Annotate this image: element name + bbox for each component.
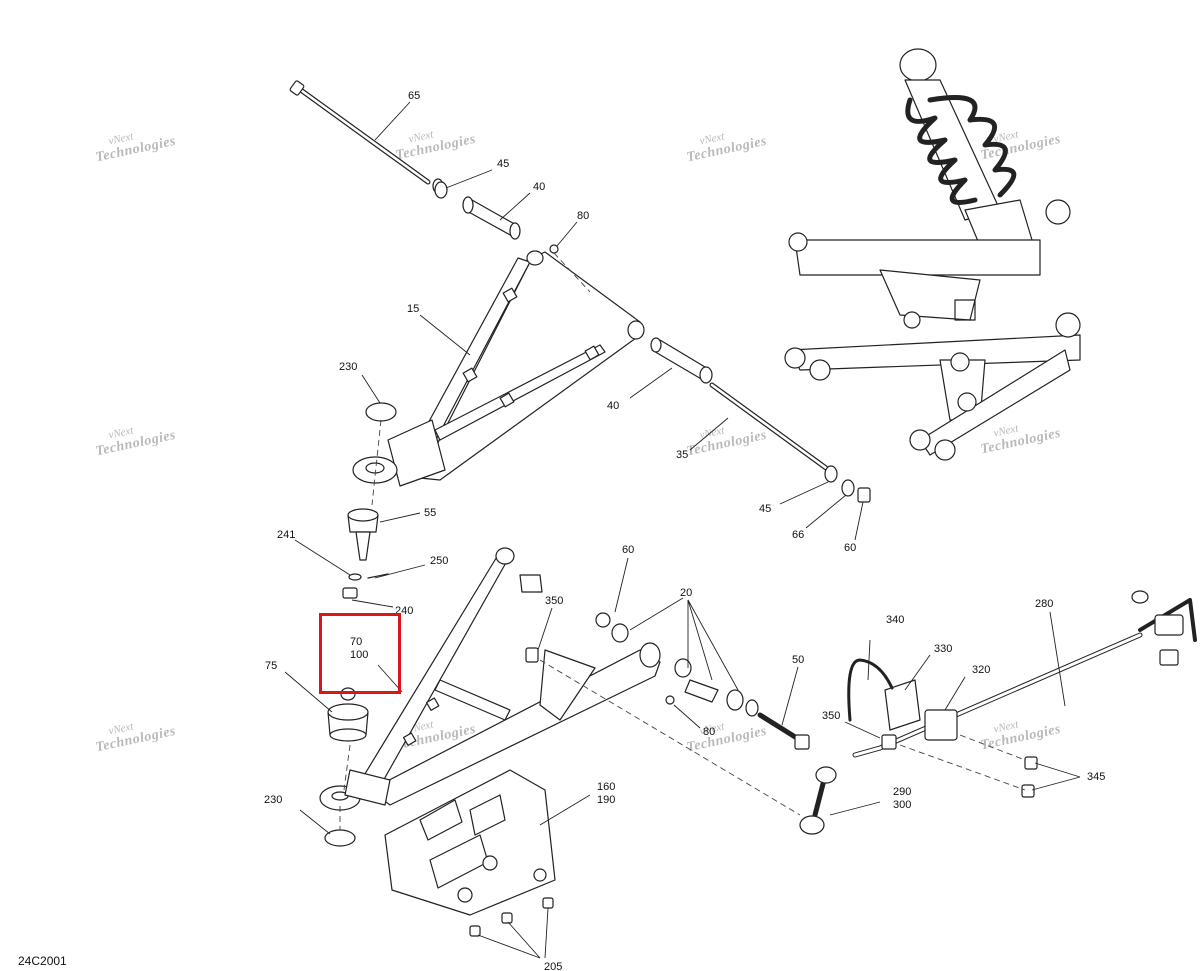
- retaining-ring-upper: [365, 402, 397, 422]
- callout-350: 350: [545, 595, 563, 607]
- callout-100: 100: [350, 649, 368, 661]
- ball-joint-lower: [327, 687, 369, 742]
- callout-60: 60: [844, 542, 856, 554]
- callout-300: 300: [893, 799, 911, 811]
- callout-15: 15: [407, 303, 419, 315]
- reference-code: 24C2001: [18, 954, 67, 968]
- sway-bar-bracket-330: [884, 679, 921, 731]
- callout-190: 190: [597, 794, 615, 806]
- bushing-40-upper: [462, 196, 521, 240]
- callout-labels: 65 45 40 80 15 230 40 35 45 66 60 55 241…: [264, 90, 1105, 971]
- callout-205: 205: [544, 961, 562, 971]
- callout-40: 40: [533, 181, 545, 193]
- callout-35: 35: [676, 449, 688, 461]
- ball-joint-upper: [342, 508, 389, 599]
- callout-80: 80: [577, 210, 589, 222]
- callout-80: 80: [703, 726, 715, 738]
- nut-80-upper: [549, 244, 559, 254]
- skid-plate: [384, 769, 556, 916]
- callout-160: 160: [597, 781, 615, 793]
- callout-70: 70: [350, 636, 362, 648]
- nut-350-lower-arm: [525, 647, 539, 663]
- callout-50: 50: [792, 654, 804, 666]
- callout-330: 330: [934, 643, 952, 655]
- pivot-bolt-lower: [650, 337, 871, 503]
- bushing-20: [674, 658, 759, 717]
- callout-241: 241: [277, 529, 295, 541]
- callout-45: 45: [497, 158, 509, 170]
- callout-60: 60: [622, 544, 634, 556]
- alignment-lines: [339, 252, 1026, 830]
- callout-75: 75: [265, 660, 277, 672]
- callout-65: 65: [408, 90, 420, 102]
- callout-350: 350: [822, 710, 840, 722]
- callout-250: 250: [430, 555, 448, 567]
- upper-a-arm: [352, 250, 645, 487]
- nut-80-lower: [665, 695, 675, 705]
- sway-bar-bushing-320: [924, 709, 958, 741]
- pivot-bolt-upper: [289, 80, 431, 185]
- callout-345: 345: [1087, 771, 1105, 783]
- callout-230: 230: [339, 361, 357, 373]
- nuts-345: [1021, 756, 1038, 798]
- callout-45: 45: [759, 503, 771, 515]
- leader-lines: [284, 101, 1081, 959]
- callout-230: 230: [264, 794, 282, 806]
- nut-350-sway: [881, 734, 897, 750]
- callout-66: 66: [792, 529, 804, 541]
- callout-20: 20: [680, 587, 692, 599]
- callout-40: 40: [607, 400, 619, 412]
- bushing-60-lower: [595, 612, 629, 643]
- callout-290: 290: [893, 786, 911, 798]
- u-bolt-340: [847, 658, 894, 722]
- callout-55: 55: [424, 507, 436, 519]
- callout-280: 280: [1035, 598, 1053, 610]
- bolt-50: [757, 712, 810, 750]
- highlight-box: [319, 613, 401, 694]
- callout-320: 320: [972, 664, 990, 676]
- callout-340: 340: [886, 614, 904, 626]
- assembly-inset: [784, 48, 1081, 461]
- retaining-ring-lower: [324, 829, 356, 847]
- sway-bar-link-290: [799, 766, 837, 835]
- sway-bar: [852, 590, 1197, 758]
- washer-45-upper: [432, 178, 448, 199]
